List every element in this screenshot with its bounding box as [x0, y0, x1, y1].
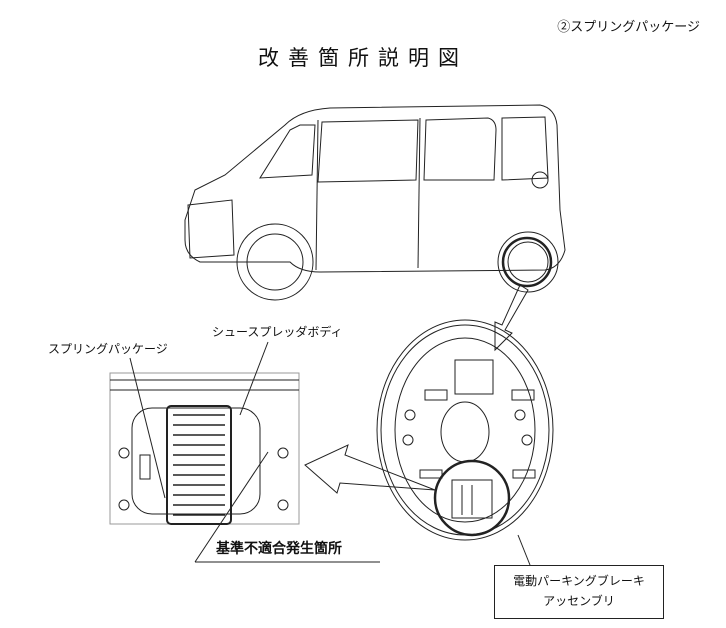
- epb-label-line1: 電動パーキングブレーキ: [513, 574, 645, 588]
- car-illustration: [184, 104, 566, 301]
- leader-line-spreader: [239, 341, 269, 416]
- page-title: 改善箇所説明図: [258, 46, 468, 70]
- arrow-left-icon: [304, 444, 436, 494]
- leader-line-defect: [194, 451, 269, 563]
- page-tag: ②スプリングパッケージ: [557, 20, 700, 35]
- leader-line-epb: [517, 534, 531, 566]
- label-shoe-spreader-body: シュースプレッダボディ: [212, 325, 343, 339]
- wheel-highlight-circle: [501, 236, 553, 288]
- arrow-down-icon: [494, 284, 529, 352]
- label-defect-location: 基準不適合発生箇所: [216, 541, 342, 557]
- brake-assembly-illustration: [376, 319, 554, 541]
- epb-label-line2: アッセンブリ: [543, 594, 615, 608]
- leader-line-spring: [129, 357, 166, 499]
- defect-highlight-circle: [433, 459, 511, 537]
- detail-view-illustration: [109, 372, 300, 525]
- label-spring-package: スプリングパッケージ: [48, 342, 168, 356]
- label-box-epb-assembly: 電動パーキングブレーキ アッセンブリ: [494, 565, 664, 619]
